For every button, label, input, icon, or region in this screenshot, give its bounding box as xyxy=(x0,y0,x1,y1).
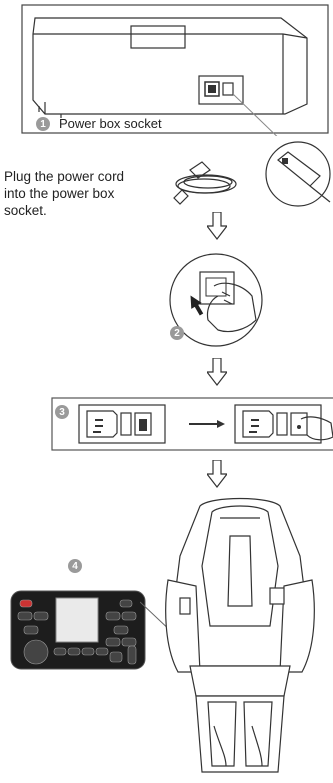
power-cord-icon xyxy=(170,140,333,220)
instruction-line-1: Plug the power cord xyxy=(4,168,184,185)
step3-panel: 3 xyxy=(51,397,333,451)
step1-caption: Power box socket xyxy=(59,116,162,131)
down-arrow-icon xyxy=(207,460,227,488)
step4-badge: 4 xyxy=(68,559,82,573)
step3-badge: 3 xyxy=(55,405,69,419)
instruction-line-3: socket. xyxy=(4,202,184,219)
down-arrow-icon xyxy=(207,358,227,386)
instruction-line-2: into the power box xyxy=(4,185,184,202)
power-switch-illustration xyxy=(51,397,333,451)
down-arrow-icon xyxy=(207,212,227,240)
step2-badge: 2 xyxy=(170,326,184,340)
instruction-text: Plug the power cord into the power box s… xyxy=(4,168,184,219)
massage-chair-icon xyxy=(160,496,320,781)
step2-panel: 2 xyxy=(166,250,266,350)
step1-badge: 1 xyxy=(36,117,50,131)
remote-control-icon xyxy=(10,590,146,670)
step1-panel: 1 Power box socket xyxy=(21,4,331,136)
